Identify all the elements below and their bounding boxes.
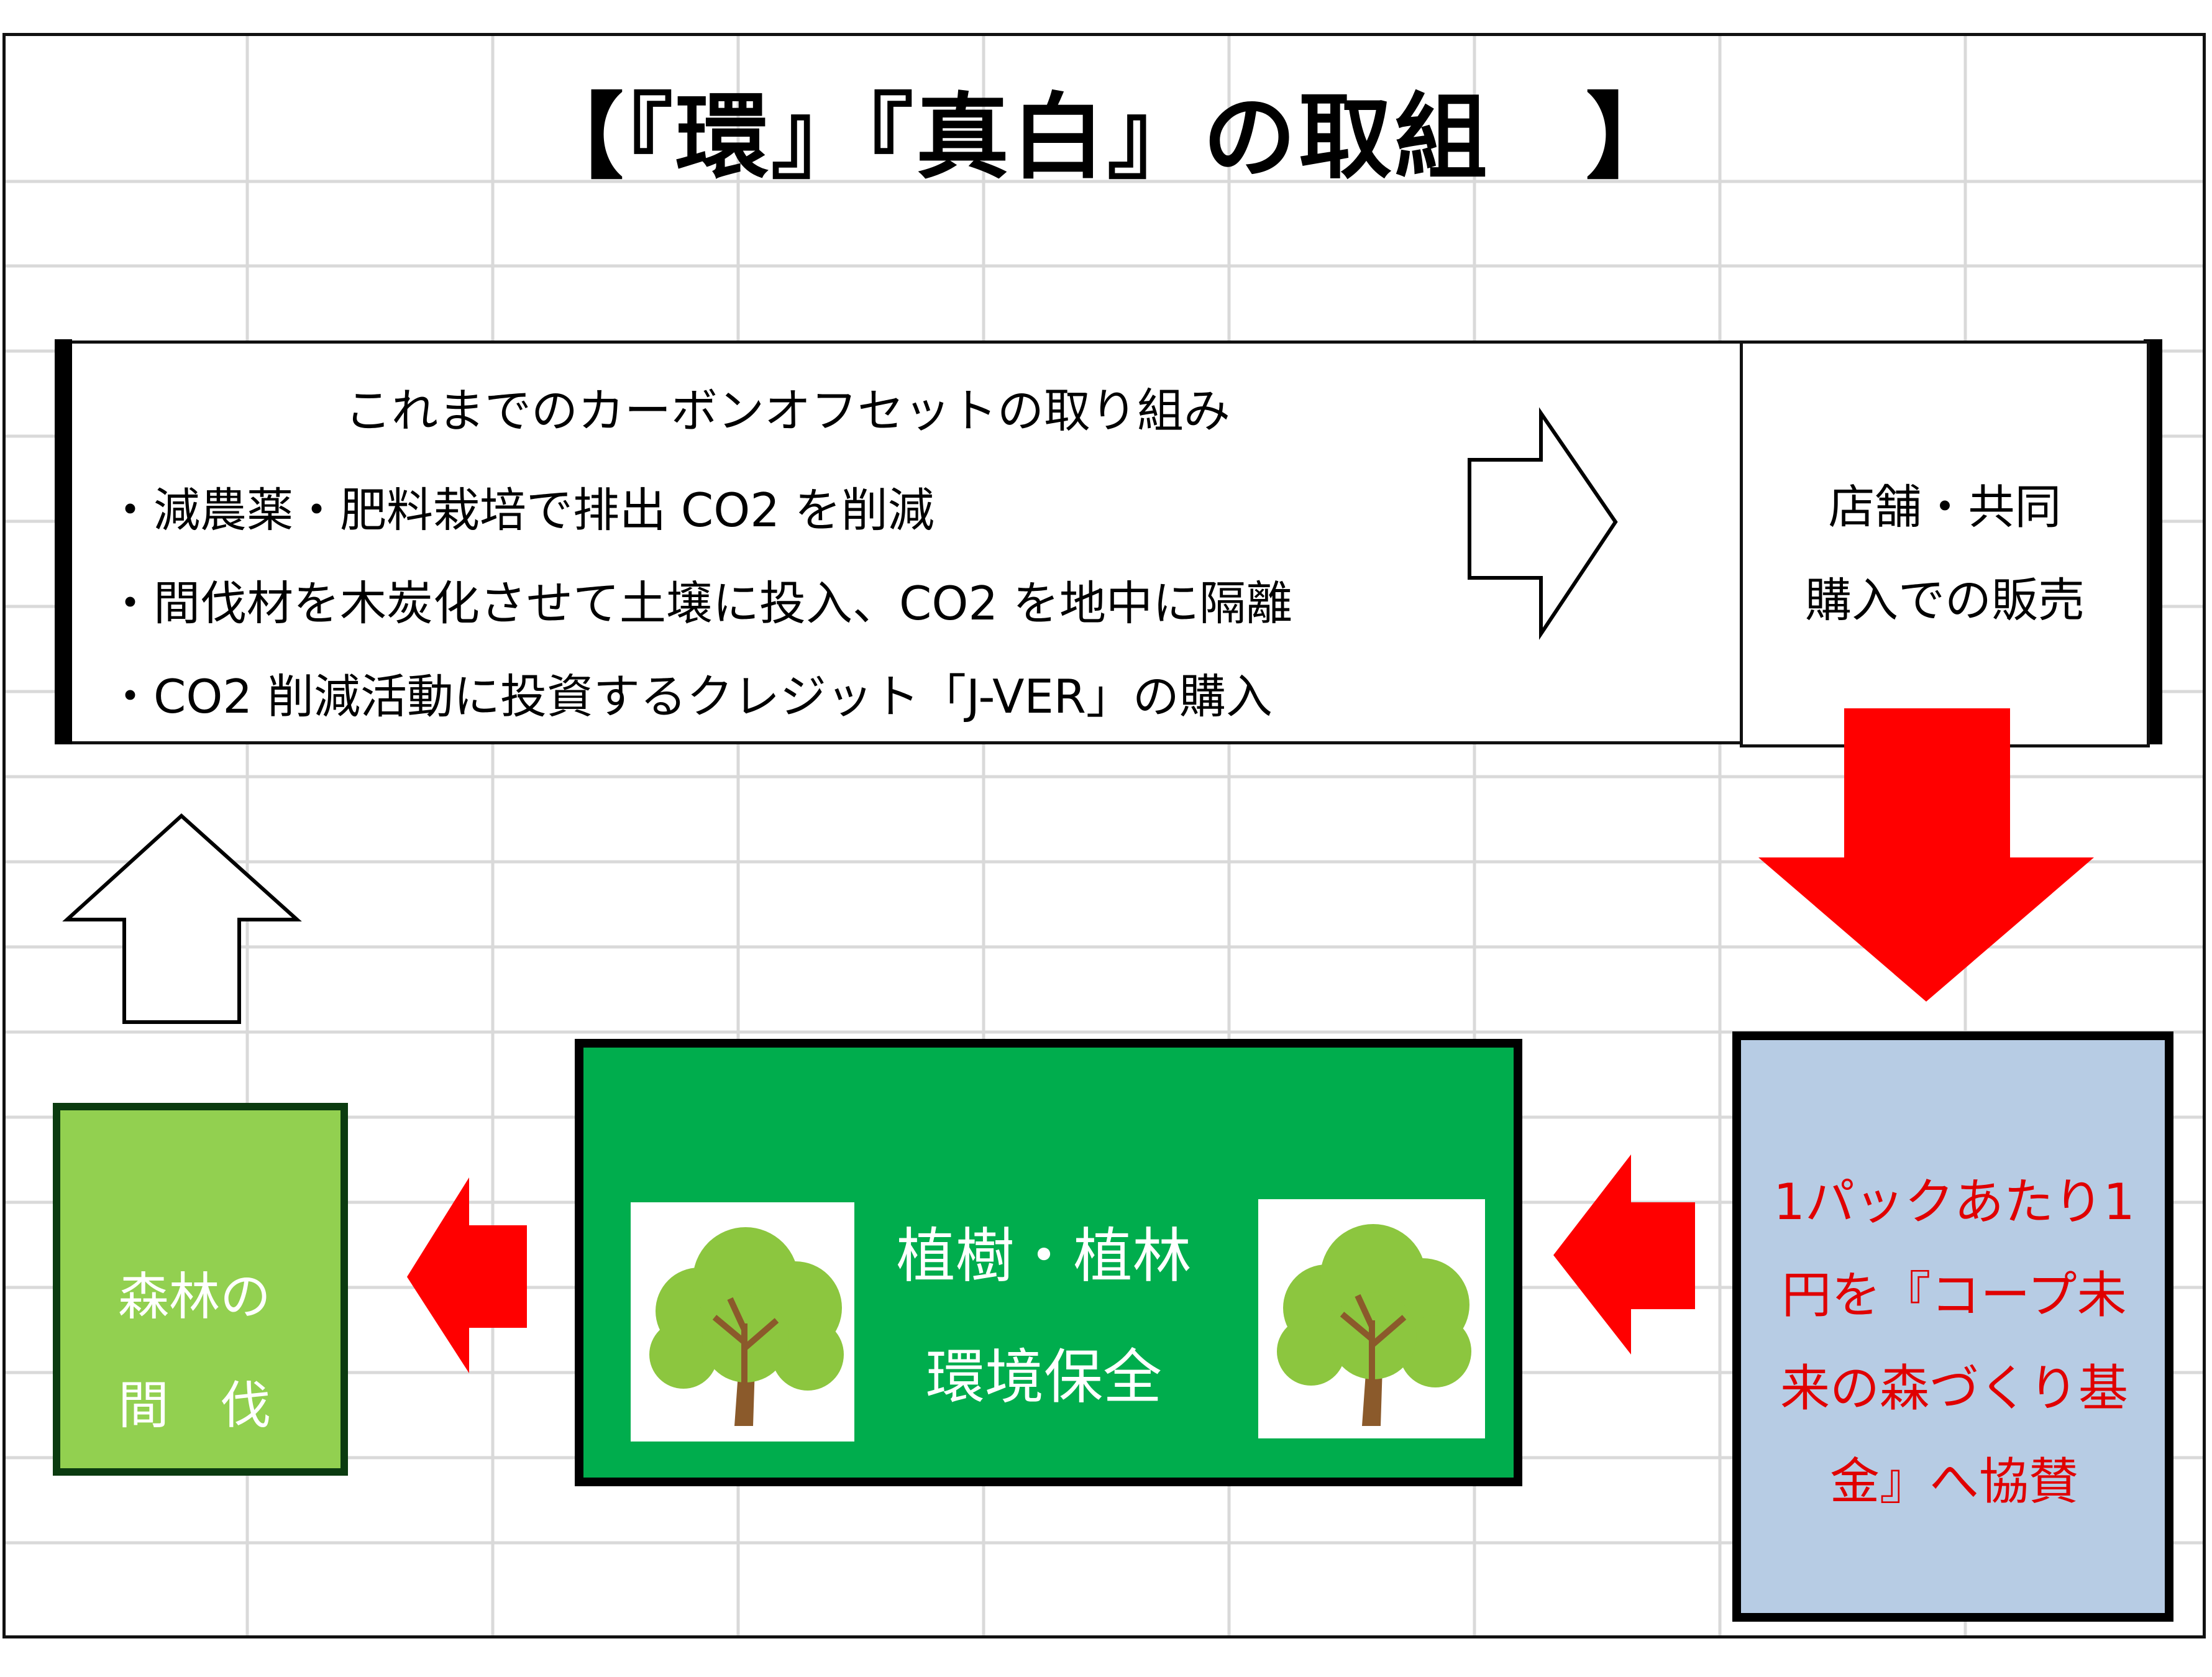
up-outline-arrow-icon <box>62 813 302 1024</box>
outer-frame <box>2 33 2206 1638</box>
carbon-offset-item: ・間伐材を木炭化させて土壌に投入、CO2 を地中に隔離 <box>107 576 1292 631</box>
planting-label: 環境保全 <box>925 1343 1162 1412</box>
page-title: 【『環』『真白』の取組 】 <box>530 84 1681 192</box>
carbon-offset-item: ・減農薬・肥料栽培で排出 CO2 を削減 <box>107 483 935 537</box>
fund-box <box>1732 1031 2173 1622</box>
fund-label: 1パックあたり1 <box>1773 1173 2135 1231</box>
forest-label: 森林の <box>118 1268 272 1327</box>
fund-label: 金』へ協賛 <box>1830 1453 2078 1510</box>
left-red-arrow-icon <box>1553 1154 1695 1355</box>
carbon-offset-box <box>56 340 1746 744</box>
down-red-arrow-icon <box>1758 708 2094 1002</box>
forest-label: 間 伐 <box>118 1376 272 1435</box>
planting-label: 植樹・植林 <box>896 1222 1192 1291</box>
forest-thinning-box <box>53 1103 348 1476</box>
tree-icon <box>1277 1224 1471 1426</box>
fund-label: 円を『コープ未 <box>1781 1266 2127 1324</box>
tree-icon <box>649 1227 844 1426</box>
right-outline-arrow-icon <box>1468 407 1618 640</box>
carbon-offset-item: ・CO2 削減活動に投資するクレジット「J-VER」の購入 <box>107 669 1273 724</box>
box-left-bar <box>55 339 72 744</box>
fund-label: 来の森づくり基 <box>1780 1359 2128 1417</box>
store-sales-box <box>1740 340 2150 747</box>
left-red-arrow-icon <box>407 1177 527 1373</box>
store-sales-label: 店舗・共同 <box>1828 480 2062 534</box>
store-sales-label: 購入での販売 <box>1804 573 2085 628</box>
carbon-offset-heading: これまでのカーボンオフセットの取り組み <box>345 383 1231 438</box>
